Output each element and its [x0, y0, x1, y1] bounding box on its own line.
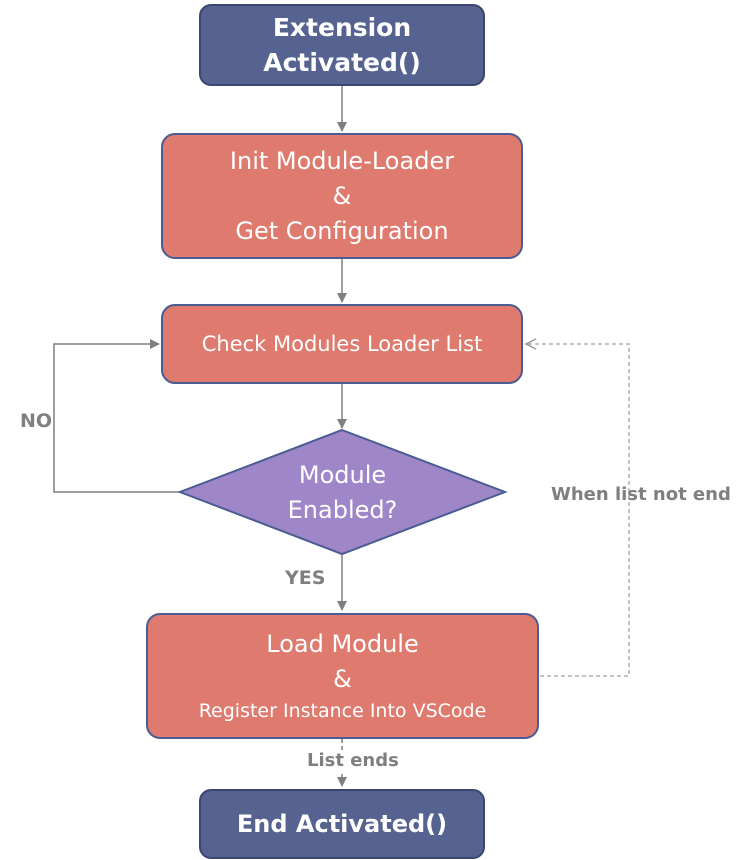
load-node-line-3: Register Instance Into VSCode [198, 700, 487, 722]
decision-label: Module Enabled? [180, 458, 505, 528]
decision-diamond [177, 428, 508, 556]
edge-label-no: NO [20, 410, 53, 432]
start-node-line-1: Extension [272, 13, 412, 42]
decision-line-1: Module [298, 461, 387, 489]
decision-line-2: Enabled? [287, 496, 398, 524]
end-node-line-1: End Activated() [236, 810, 448, 838]
check-node-line-1: Check Modules Loader List [201, 332, 483, 356]
init-node-line-3: Get Configuration [235, 216, 449, 245]
edge-decision-no-loop [53, 339, 180, 493]
init-node-line-1: Init Module-Loader [229, 146, 455, 175]
check-node: Check Modules Loader List [161, 304, 523, 384]
edge-label-list-ends: List ends [307, 750, 399, 771]
start-node-line-2: Activated() [263, 48, 421, 77]
edge-label-when-list-not-end: When list not end [551, 484, 731, 505]
edge-label-yes: YES [285, 567, 326, 589]
load-node-line-2: & [333, 665, 352, 693]
init-node: Init Module-Loader & Get Configuration [161, 133, 523, 259]
load-node-line-1: Load Module [266, 630, 419, 658]
end-node: End Activated() [199, 789, 485, 859]
start-node: Extension Activated() [199, 4, 485, 86]
edge-load-to-check-dashed [526, 344, 630, 677]
load-node: Load Module & Register Instance Into VSC… [146, 613, 539, 739]
init-node-line-2: & [332, 181, 352, 210]
